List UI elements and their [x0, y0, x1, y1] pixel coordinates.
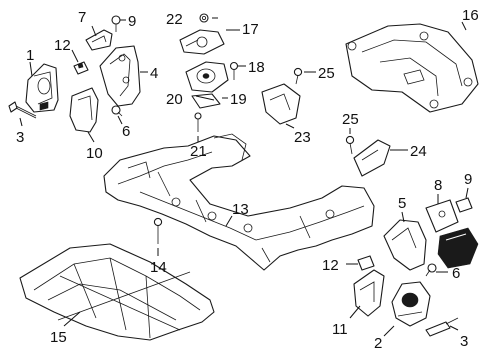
- part-3-bolt-left: [8, 101, 37, 119]
- callout-21: 21: [190, 143, 207, 160]
- part-5-mount-bracket: [383, 219, 427, 271]
- part-12-bracket-right: [357, 255, 375, 271]
- part-24-bracket: [353, 139, 391, 177]
- part-20-plate: [191, 93, 221, 109]
- part-18-bolt: [229, 61, 239, 80]
- part-4-mount-bracket: [99, 45, 141, 107]
- callout-labels: 1 12 7 9 4 3 10 6 22 17 18 19 20 21 25 2…: [16, 7, 479, 352]
- part-11-bracket: [353, 269, 385, 317]
- callout-6-left: 6: [122, 123, 130, 140]
- callout-6-right: 6: [452, 265, 460, 282]
- part-8-mount: [425, 199, 459, 233]
- callout-10: 10: [86, 145, 103, 162]
- part-6-bolt-right: [425, 263, 437, 277]
- callout-4: 4: [150, 65, 158, 82]
- callout-9-right: 9: [464, 171, 472, 188]
- callout-8: 8: [434, 177, 442, 194]
- part-14-bolt: [153, 217, 163, 244]
- callout-14: 14: [150, 259, 167, 276]
- part-2-mount: [391, 281, 431, 327]
- callout-15: 15: [50, 329, 67, 346]
- part-3-rubber-pad: [437, 227, 479, 269]
- callout-18: 18: [248, 59, 265, 76]
- callout-25-lower: 25: [342, 111, 359, 128]
- part-16-carrier: [345, 23, 479, 113]
- part-19-mount: [185, 61, 229, 93]
- part-17-mount: [179, 29, 225, 55]
- callout-24: 24: [410, 143, 427, 160]
- part-23-bracket: [261, 83, 301, 125]
- callout-22: 22: [166, 11, 183, 28]
- callout-16: 16: [462, 7, 479, 24]
- callout-12-right: 12: [322, 257, 339, 274]
- part-13-subframe: [103, 133, 375, 271]
- part-15-shield: [19, 243, 215, 341]
- callout-7: 7: [78, 9, 86, 26]
- callout-3-right: 3: [460, 333, 468, 350]
- callout-5: 5: [398, 195, 406, 212]
- part-6-bolt-left: [111, 105, 123, 117]
- callout-23: 23: [294, 129, 311, 146]
- part-25-bolt-top: [293, 67, 303, 85]
- part-9-bolt-top: [111, 15, 121, 32]
- callout-17: 17: [242, 21, 259, 38]
- callout-11: 11: [332, 321, 348, 338]
- part-21-bolt: [194, 112, 202, 132]
- part-1-engine-mount: [25, 63, 59, 113]
- part-22-nut: [199, 13, 209, 23]
- callout-12-top: 12: [54, 37, 71, 54]
- part-10-bracket: [69, 87, 99, 133]
- callout-20: 20: [166, 91, 183, 108]
- part-9-bolt-right: [455, 197, 473, 213]
- callout-2: 2: [374, 335, 382, 352]
- callout-1: 1: [26, 47, 34, 64]
- leader-lines: [19, 17, 469, 337]
- part-7-bracket: [85, 29, 113, 51]
- part-25-bolt-lower: [345, 135, 355, 155]
- callout-9-top: 9: [128, 13, 136, 30]
- part-3-bolt-right: [425, 317, 459, 337]
- callout-19: 19: [230, 91, 247, 108]
- callout-13: 13: [232, 201, 249, 218]
- callout-25-top: 25: [318, 65, 335, 82]
- part-12-bracket-top: [73, 61, 89, 75]
- callout-3-left: 3: [16, 129, 24, 146]
